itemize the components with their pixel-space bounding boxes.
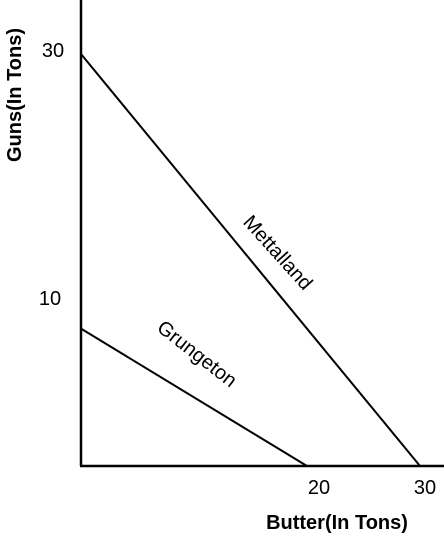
y-tick-label-10: 10: [39, 288, 61, 310]
y-axis-title: Guns(In Tons): [4, 28, 26, 162]
series-label-mettalland: Mettalland: [238, 211, 316, 294]
series-line-grungeton: [80, 327, 308, 467]
series-line-mettalland: [80, 53, 421, 467]
x-tick-label-20: 20: [308, 477, 330, 499]
x-axis-title: Butter(In Tons): [266, 512, 408, 534]
y-tick-label-30: 30: [42, 40, 64, 62]
x-tick-label-30: 30: [414, 477, 436, 499]
